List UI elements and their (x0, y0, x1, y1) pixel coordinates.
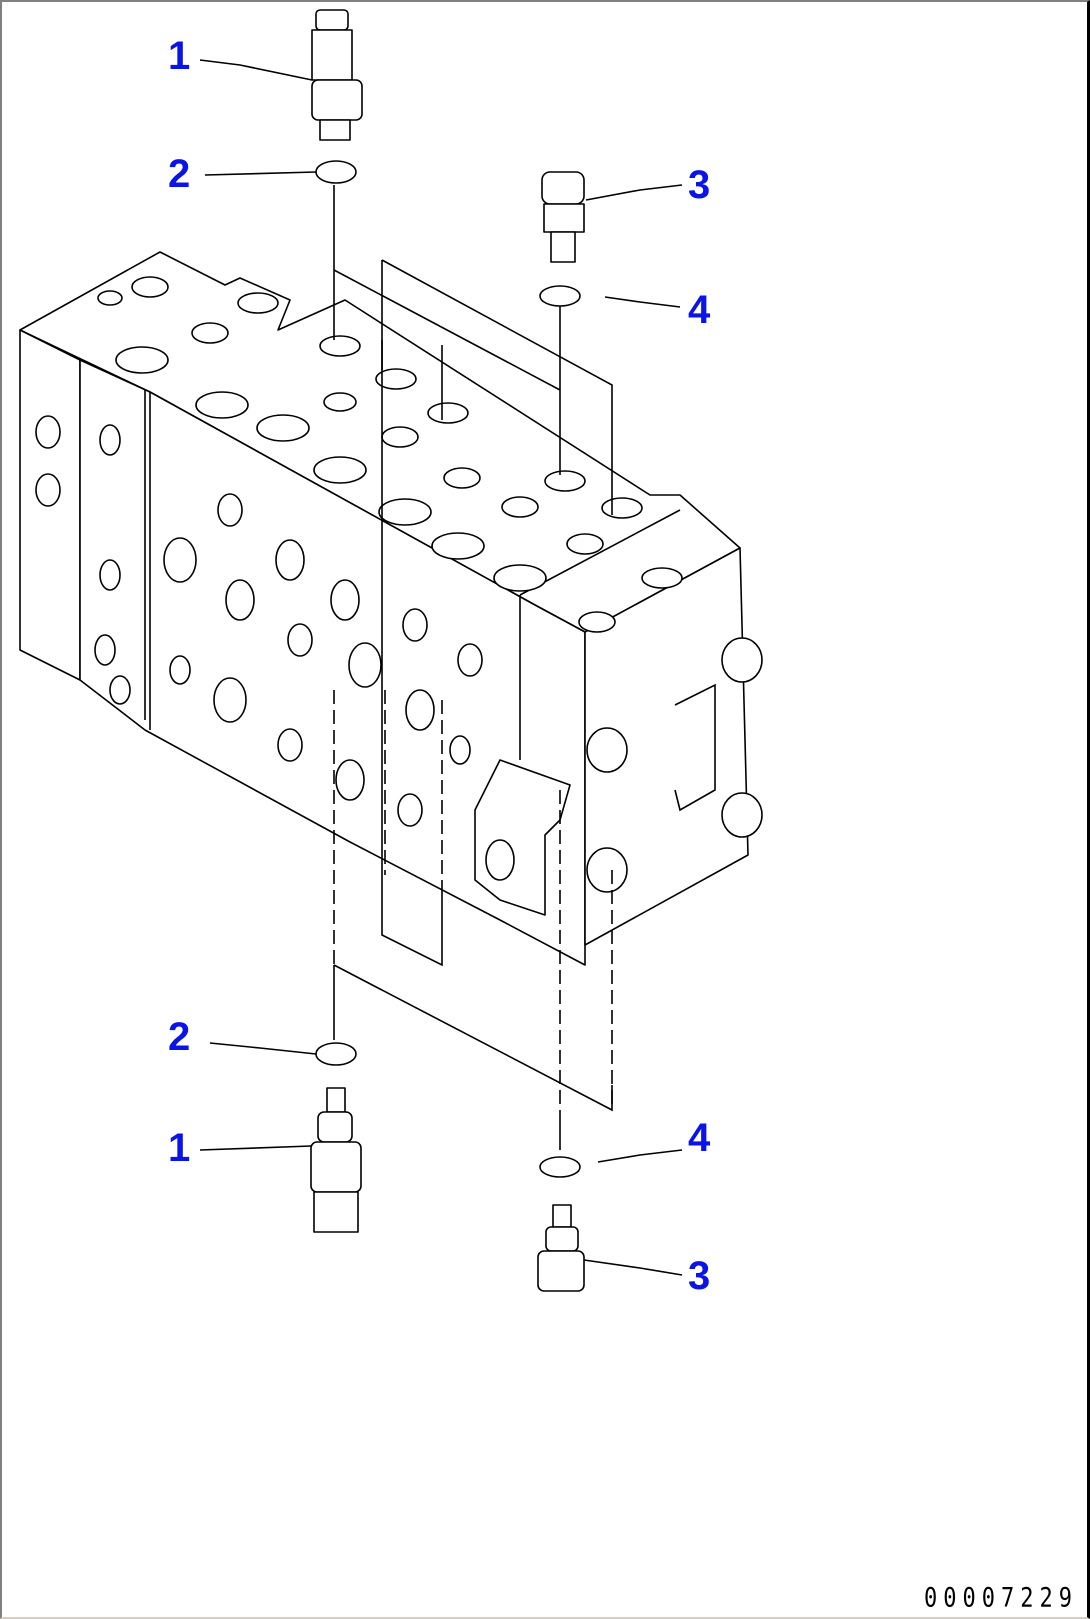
valve-right-face (584, 547, 749, 946)
callout-3-bottom[interactable]: 3 (688, 1254, 711, 1298)
callout-3-top[interactable]: 3 (688, 163, 711, 207)
part-1-top (311, 9, 363, 141)
callout-2-bottom[interactable]: 2 (168, 1015, 191, 1059)
valve-top-ports (97, 276, 683, 633)
part-3-bottom (537, 1204, 585, 1292)
callout-4-top[interactable]: 4 (688, 288, 711, 332)
callout-1-bottom[interactable]: 1 (168, 1126, 191, 1170)
oring-4-top (539, 285, 581, 307)
oring-2-bottom (315, 1042, 357, 1066)
valve-body (19, 251, 763, 966)
valve-front-holes (35, 415, 483, 827)
callout-4-bottom[interactable]: 4 (688, 1116, 711, 1160)
assembly-lines (333, 185, 613, 1150)
part-3-top (541, 171, 585, 263)
callout-2-top[interactable]: 2 (168, 152, 191, 196)
oring-2-top (315, 160, 357, 184)
part-1-bottom (310, 1087, 362, 1233)
valve-front-face (79, 359, 586, 966)
callout-1-top[interactable]: 1 (168, 34, 191, 78)
figure-id: 00007229 (924, 1583, 1078, 1614)
oring-4-bottom (539, 1156, 581, 1178)
leader-lines (199, 59, 683, 1276)
